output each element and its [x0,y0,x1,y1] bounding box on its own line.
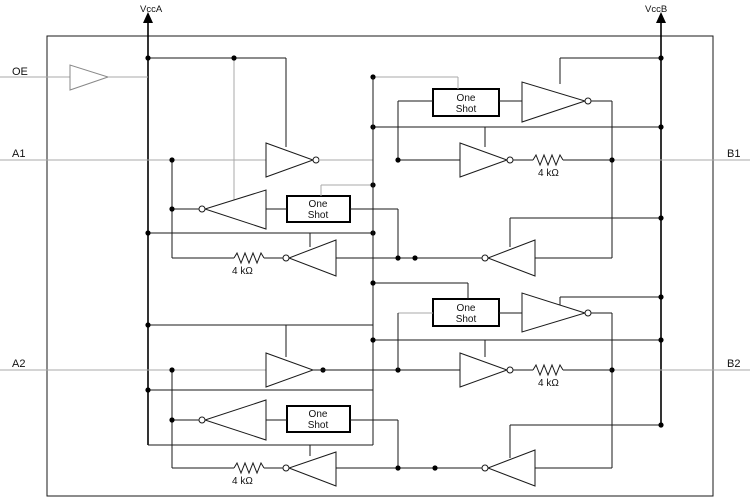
ch2-b-output-bubble-icon [506,366,514,374]
junction-dot [658,294,664,300]
ch1-a-side-driver-icon [203,189,267,230]
ch1-b-input-inverter-icon [486,239,536,277]
one-shot-label-line1: One [457,93,476,104]
one-shot-label-line2: Shot [456,104,477,115]
ch1-b-input-bubble-icon [481,254,489,262]
ch1-a-resistor-label: 4 kΩ [232,266,253,277]
one-shot-label-line2: Shot [308,210,329,221]
junction-dot [658,124,664,130]
ch2-one-shot-b-block [432,298,500,327]
ch1-b-output-inverter-icon [459,142,509,178]
ch1-one-shot-b-block [432,88,500,117]
junction-dot [370,337,376,343]
oe-buffer-icon [69,64,110,91]
ch1-a-side-driver-bubble-icon [198,205,206,213]
ch2-b-input-inverter-icon [486,449,536,487]
junction-dot [169,367,175,373]
junction-dot [231,55,237,61]
ch2-b-resistor-label: 4 kΩ [538,378,559,389]
vccb-label: VccB [645,4,667,15]
ch2-a-resistor-icon [233,461,265,475]
ch1-b-output-bubble-icon [506,156,514,164]
junction-dot [145,55,151,61]
ch1-a-resistor-icon [233,251,265,265]
ch2-a-resistor-label: 4 kΩ [232,476,253,487]
ch2-b-output-inverter-icon [459,352,509,388]
junction-dot [370,280,376,286]
vcca-arrow-icon [143,12,153,23]
one-shot-label-line2: Shot [308,420,329,431]
junction-dot [658,422,664,428]
ch1-b-side-driver-icon [521,81,587,123]
ch1-a-output-inverter-icon [287,239,337,277]
junction-dot [412,255,418,261]
ch2-a-side-driver-bubble-icon [198,416,206,424]
junction-dot [395,255,401,261]
ch2-b-resistor-icon [532,363,564,377]
ch2-a-to-b-inverter-icon [265,352,315,388]
device-outline [46,35,714,497]
ch2-a-output-inverter-icon [287,451,337,487]
junction-dot [169,157,175,163]
b2-pin-label: B2 [727,358,740,370]
b1-pin-label: B1 [727,148,740,160]
one-shot-label-line1: One [457,303,476,314]
junction-dot [395,157,401,163]
junction-dot [432,465,438,471]
a1-pin-label: A1 [12,148,25,160]
ch1-b-side-driver-bubble-icon [584,97,592,105]
junction-dot [658,337,664,343]
junction-dot [145,230,151,236]
ch2-b-side-driver-bubble-icon [584,309,592,317]
vccb-arrow-icon [656,12,666,23]
ch2-one-shot-a-block [286,405,351,433]
ch2-b-side-driver-icon [521,292,587,333]
junction-dot [145,322,151,328]
vcca-label: VccA [140,4,163,15]
ch1-b-resistor-label: 4 kΩ [538,168,559,179]
ch2-a-output-bubble-icon [282,464,290,472]
ch2-a-side-driver-icon [203,399,267,441]
a2-pin-label: A2 [12,358,25,370]
junction-dot [169,206,175,212]
ch1-a-output-bubble-icon [282,254,290,262]
junction-dot [658,215,664,221]
ch1-a-to-b-inverter-icon [265,142,315,178]
ch2-b-input-bubble-icon [481,464,489,472]
one-shot-label-line2: Shot [456,314,477,325]
one-shot-label-line1: One [309,409,328,420]
junction-dot [395,465,401,471]
oe-pin-label: OE [12,66,28,78]
ch1-b-resistor-icon [532,153,564,167]
junction-dot [169,417,175,423]
junction-dot [145,387,151,393]
one-shot-label-line1: One [309,199,328,210]
junction-dot [658,55,664,61]
ch1-a-to-b-bubble-icon [312,156,320,164]
